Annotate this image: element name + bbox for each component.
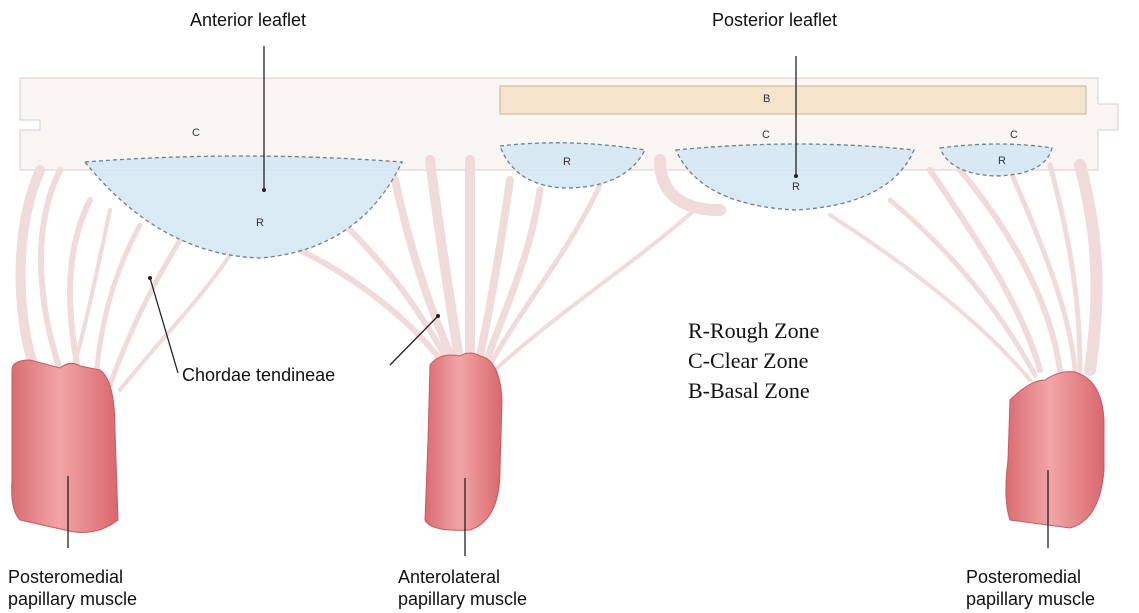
muscle-label-right-line2: papillary muscle (966, 588, 1095, 610)
zone-letter-clear-posterior-2: C (1010, 129, 1018, 141)
muscle-label-right-line1: Posteromedial (966, 566, 1095, 588)
legend-rough-zone: R-Rough Zone (688, 316, 819, 346)
zone-letter-basal: B (763, 93, 770, 105)
legend-clear-zone: C-Clear Zone (688, 346, 819, 376)
zone-letter-clear-anterior: C (192, 127, 200, 139)
rough-zone-posterior-3 (940, 144, 1052, 176)
zone-letter-clear-posterior-1: C (762, 129, 770, 141)
muscle-label-middle: Anterolateral papillary muscle (398, 566, 527, 610)
zone-letter-rough-anterior: R (256, 217, 264, 229)
zone-legend: R-Rough Zone C-Clear Zone B-Basal Zone (688, 316, 819, 406)
zone-letter-rough-posterior-2: R (792, 181, 800, 193)
muscle-right-shape (1006, 372, 1104, 528)
anterior-leaflet-label: Anterior leaflet (190, 9, 306, 31)
muscle-left-shape (12, 360, 118, 532)
zone-letter-rough-posterior-3: R (998, 155, 1006, 167)
legend-basal-zone: B-Basal Zone (688, 376, 819, 406)
zone-letter-rough-posterior-1: R (563, 156, 571, 168)
muscle-label-middle-line1: Anterolateral (398, 566, 527, 588)
papillary-muscles (12, 353, 1104, 532)
muscle-label-left-line2: papillary muscle (8, 588, 137, 610)
muscle-middle-shape (425, 353, 502, 530)
basal-zone-band (500, 86, 1086, 114)
muscle-label-left-line1: Posteromedial (8, 566, 137, 588)
posterior-leaflet-label: Posterior leaflet (712, 9, 837, 31)
muscle-label-middle-line2: papillary muscle (398, 588, 527, 610)
chordae-tendineae-label: Chordae tendineae (182, 364, 335, 386)
rough-zone-posterior-1 (500, 143, 645, 188)
muscle-label-right: Posteromedial papillary muscle (966, 566, 1095, 610)
muscle-label-left: Posteromedial papillary muscle (8, 566, 137, 610)
